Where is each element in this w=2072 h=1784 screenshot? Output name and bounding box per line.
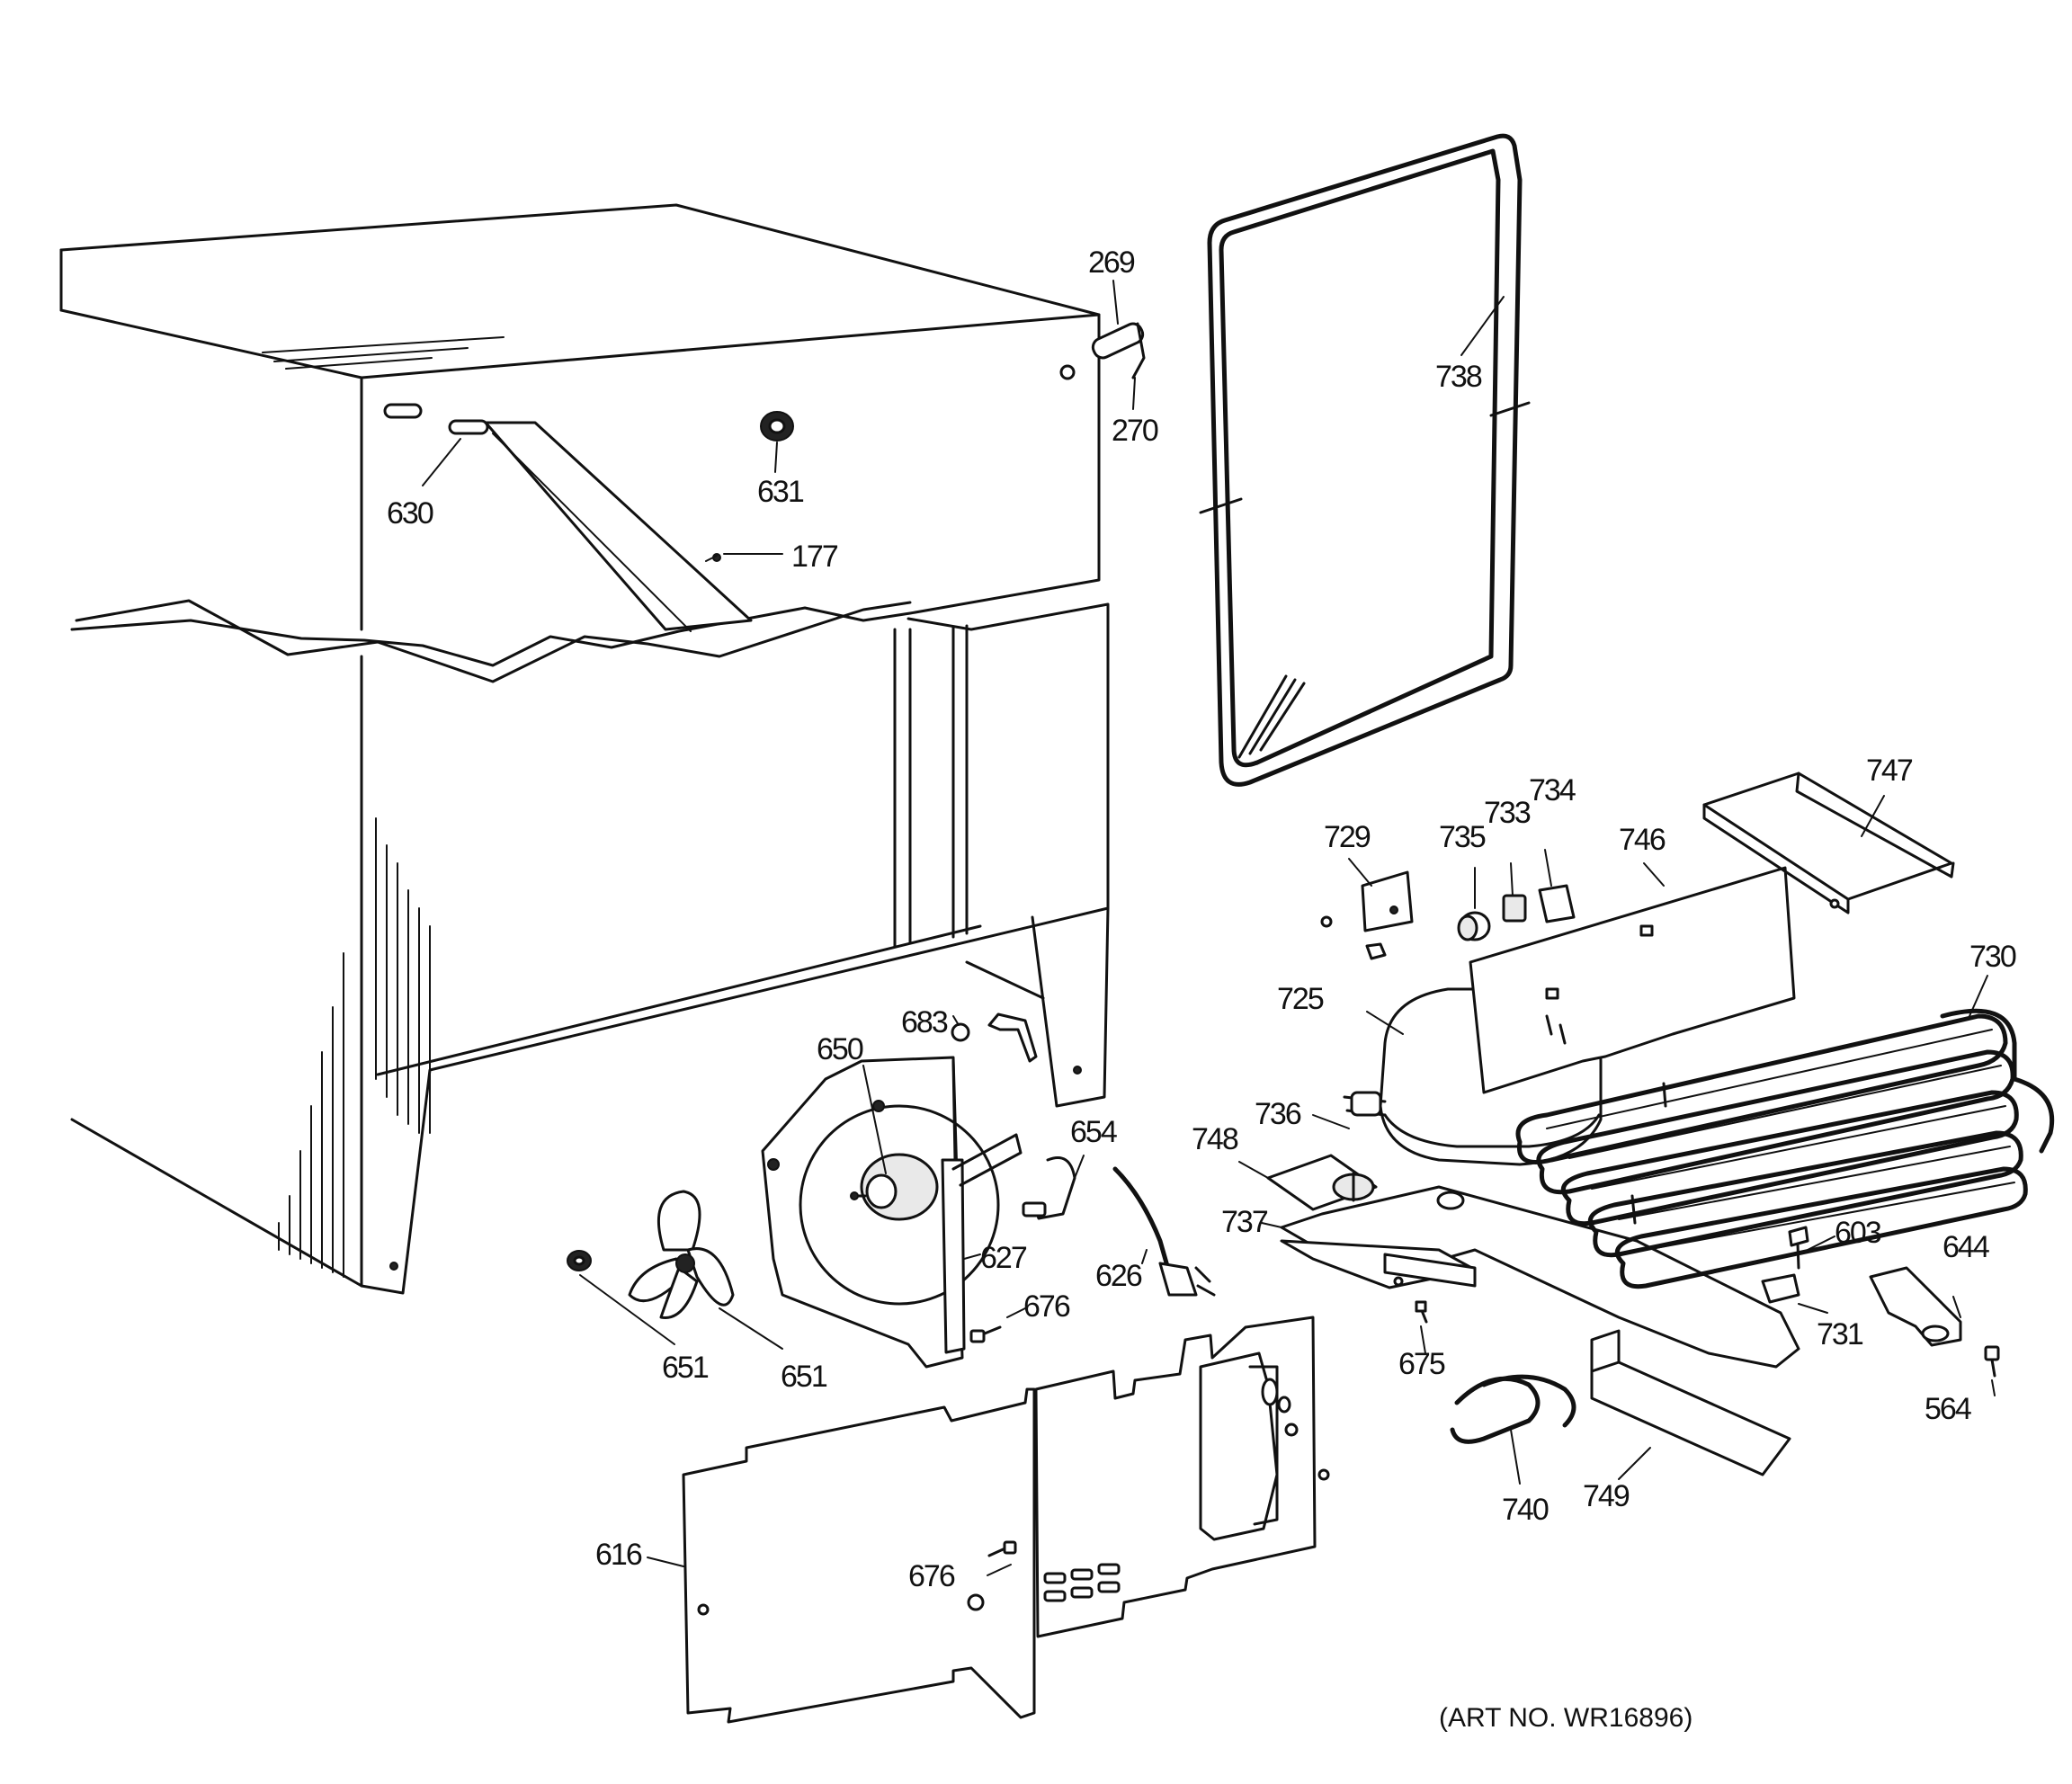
part-label-177: 177 [791, 540, 838, 574]
part-label-676-panel: 676 [908, 1559, 955, 1593]
part-label-564: 564 [1925, 1392, 1971, 1426]
part-label-731: 731 [1817, 1317, 1863, 1351]
part-label-734: 734 [1529, 773, 1576, 807]
small-parts-fan [951, 1012, 1216, 1343]
part-label-746: 746 [1619, 823, 1666, 857]
shield-and-tray [1469, 772, 1955, 1094]
part-label-735: 735 [1439, 820, 1486, 854]
part-label-644: 644 [1942, 1230, 1989, 1264]
electrical-components [1320, 870, 1576, 960]
small-hardware-right [1415, 1226, 2000, 1476]
part-label-683: 683 [901, 1005, 948, 1039]
fan-blade [567, 1190, 735, 1319]
part-label-627: 627 [980, 1241, 1027, 1275]
part-label-733: 733 [1484, 796, 1531, 830]
fan-bracket-assembly [761, 1056, 1023, 1369]
cabinet-illustration [59, 203, 1146, 1295]
part-label-631: 631 [757, 475, 804, 509]
gasket-frame [1199, 133, 1531, 787]
part-label-270: 270 [1112, 414, 1158, 448]
part-label-740: 740 [1502, 1493, 1549, 1527]
art-number-caption: (ART NO. WR16896) [1439, 1703, 1692, 1733]
condenser-coil [1515, 1008, 2055, 1289]
leader-lines [422, 280, 1996, 1576]
part-label-737: 737 [1221, 1205, 1268, 1239]
rear-access-panel [682, 1316, 1330, 1724]
part-label-269: 269 [1088, 245, 1135, 280]
part-label-651-blade: 651 [781, 1360, 827, 1394]
part-label-736: 736 [1255, 1097, 1301, 1131]
part-label-738: 738 [1435, 360, 1482, 394]
part-label-651-nut: 651 [662, 1351, 709, 1385]
part-label-676: 676 [1023, 1289, 1070, 1324]
part-label-654: 654 [1070, 1115, 1117, 1149]
part-number-labels: 269 270 630 631 177 738 729 735 733 734 … [387, 245, 2018, 1593]
part-label-603: 603 [1835, 1216, 1881, 1250]
part-label-725: 725 [1277, 982, 1324, 1016]
part-label-675: 675 [1398, 1347, 1445, 1381]
part-label-650: 650 [817, 1032, 863, 1066]
part-label-730: 730 [1969, 940, 2016, 974]
part-label-729: 729 [1324, 820, 1371, 854]
part-label-616: 616 [595, 1538, 642, 1572]
part-label-747: 747 [1866, 754, 1913, 788]
part-label-630: 630 [387, 496, 433, 531]
part-label-748: 748 [1192, 1122, 1238, 1156]
part-label-749: 749 [1583, 1479, 1630, 1513]
part-label-626: 626 [1095, 1259, 1142, 1293]
